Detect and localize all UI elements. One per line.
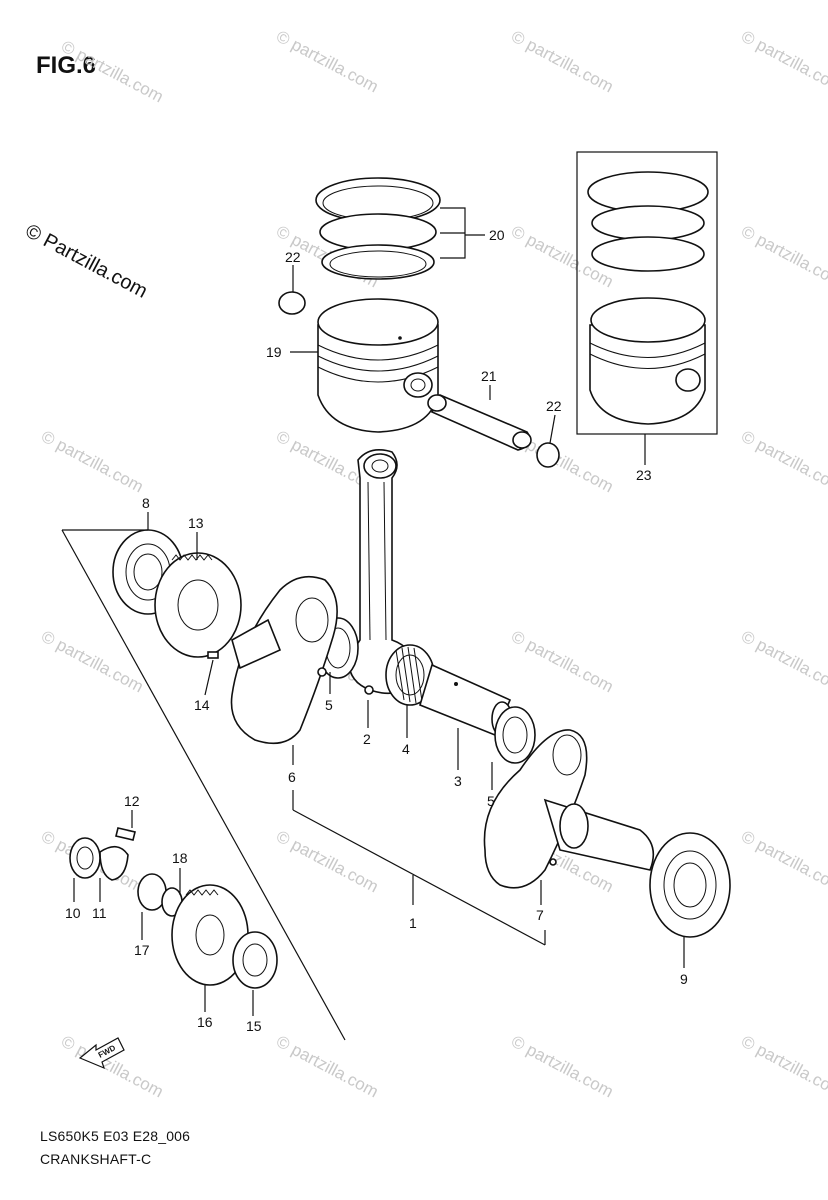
watermark-21: © partzilla.com <box>273 1032 381 1102</box>
gear-bearing <box>232 931 278 989</box>
watermark-3: © partzilla.com <box>508 27 616 97</box>
callout-11: 11 <box>92 905 107 921</box>
woodruff-key <box>207 651 219 659</box>
watermark-8: © partzilla.com <box>38 427 146 497</box>
callout-10: 10 <box>65 905 81 921</box>
watermark-12: © partzilla.com <box>38 627 146 697</box>
callout-13: 13 <box>188 515 204 531</box>
fwd-arrow-icon: FWD <box>78 1037 125 1070</box>
watermark-15: © partzilla.com <box>738 627 828 697</box>
watermark-17: © partzilla.com <box>273 827 381 897</box>
callout-17: 17 <box>134 942 150 958</box>
callout-9: 9 <box>680 971 688 987</box>
leader-lines <box>61 207 685 1041</box>
callout-8: 8 <box>142 495 150 511</box>
connecting-rod <box>348 449 415 695</box>
oil-seal <box>69 837 101 879</box>
watermark-4: © partzilla.com <box>738 27 828 97</box>
diagram-code: LS650K5 E03 E28_006 <box>40 1128 191 1144</box>
callout-5-right: 5 <box>487 793 495 809</box>
callout-22-right: 22 <box>546 398 562 414</box>
crankshaft-right <box>483 729 655 889</box>
crankpin-bearing <box>385 644 435 706</box>
watermark-23: © partzilla.com <box>738 1032 828 1102</box>
callout-16: 16 <box>197 1014 213 1030</box>
callout-4: 4 <box>402 741 410 757</box>
figure-title: FIG.6 <box>36 52 97 79</box>
callout-7: 7 <box>536 907 544 923</box>
callout-14: 14 <box>194 697 210 713</box>
callout-6: 6 <box>288 769 296 785</box>
piston-pin <box>427 393 532 451</box>
piston-pin-circlip-left <box>278 291 306 315</box>
watermark-2: © partzilla.com <box>273 27 381 97</box>
callout-15: 15 <box>246 1018 262 1034</box>
watermark-19: © partzilla.com <box>738 827 828 897</box>
piston-pin-circlip-right <box>536 442 560 468</box>
callout-5-left: 5 <box>325 697 333 713</box>
watermark-11: © partzilla.com <box>738 427 828 497</box>
callout-22-left: 22 <box>285 249 301 265</box>
piston <box>317 298 439 433</box>
thrust-washer-right <box>494 706 536 764</box>
callout-12: 12 <box>124 793 140 809</box>
watermark-1: © partzilla.com <box>58 37 166 107</box>
piston-set-box <box>576 151 718 435</box>
retainer <box>99 845 129 881</box>
callouts: 1 2 3 4 5 5 6 7 8 9 10 11 12 13 14 15 16… <box>65 227 688 1034</box>
watermark-22: © partzilla.com <box>508 1032 616 1102</box>
main-bearing-right <box>649 832 731 938</box>
callout-23: 23 <box>636 467 652 483</box>
callout-19: 19 <box>266 344 282 360</box>
bolt <box>115 827 136 841</box>
callout-3: 3 <box>454 773 462 789</box>
callout-18: 18 <box>172 850 188 866</box>
callout-1: 1 <box>409 915 417 931</box>
callout-21: 21 <box>481 368 497 384</box>
callout-2: 2 <box>363 731 371 747</box>
callout-20: 20 <box>489 227 505 243</box>
piston-set <box>587 171 709 425</box>
piston-rings <box>315 177 441 280</box>
watermark-7: © partzilla.com <box>738 222 828 292</box>
assembly-name: CRANKSHAFT-C <box>40 1151 152 1167</box>
crankshaft-left <box>230 575 338 745</box>
crankshaft-gear <box>154 552 242 658</box>
watermark-14: © partzilla.com <box>508 627 616 697</box>
